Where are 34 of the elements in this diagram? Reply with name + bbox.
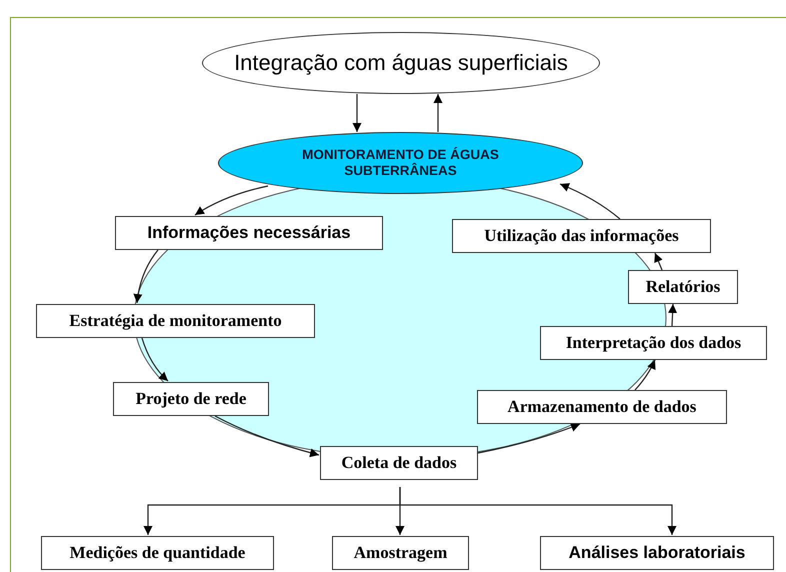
arrow xyxy=(141,338,168,382)
process-box xyxy=(36,304,315,338)
process-box xyxy=(477,390,727,424)
node-label: Análises laboratoriais xyxy=(568,542,746,564)
arrow xyxy=(668,304,678,326)
arrow xyxy=(352,94,362,132)
node-label: Informações necessárias xyxy=(147,222,351,244)
process-box xyxy=(628,270,738,304)
node-label: Medições de quantidade xyxy=(70,542,246,564)
node-label: Coleta de dados xyxy=(341,452,457,474)
arrow xyxy=(399,487,676,535)
process-box xyxy=(113,382,269,416)
process-box xyxy=(452,219,711,253)
node-label: Interpretação dos dados xyxy=(566,332,742,354)
node-label: Utilização das informações xyxy=(484,226,679,246)
node-label: Integração com águas superficiais xyxy=(234,50,568,76)
node-label: Armazenamento de dados xyxy=(508,396,696,418)
node-label: MONITORAMENTO DE ÁGUAS SUBTERRÂNEAS xyxy=(301,146,500,180)
process-box xyxy=(540,326,767,360)
process-box xyxy=(332,536,469,570)
node-label: Relatórios xyxy=(646,276,720,298)
process-box xyxy=(320,446,478,480)
arrow xyxy=(194,185,268,216)
arrow xyxy=(560,183,620,220)
process-box xyxy=(115,216,383,250)
process-box xyxy=(540,536,774,570)
arrow xyxy=(478,423,580,454)
arrow xyxy=(214,415,320,458)
node-label: Amostragem xyxy=(354,542,448,564)
arrow xyxy=(434,94,442,132)
node-label: Projeto de rede xyxy=(136,388,246,410)
node-label: Estratégia de monitoramento xyxy=(69,310,282,332)
process-box xyxy=(41,536,274,570)
arrow xyxy=(654,252,663,270)
